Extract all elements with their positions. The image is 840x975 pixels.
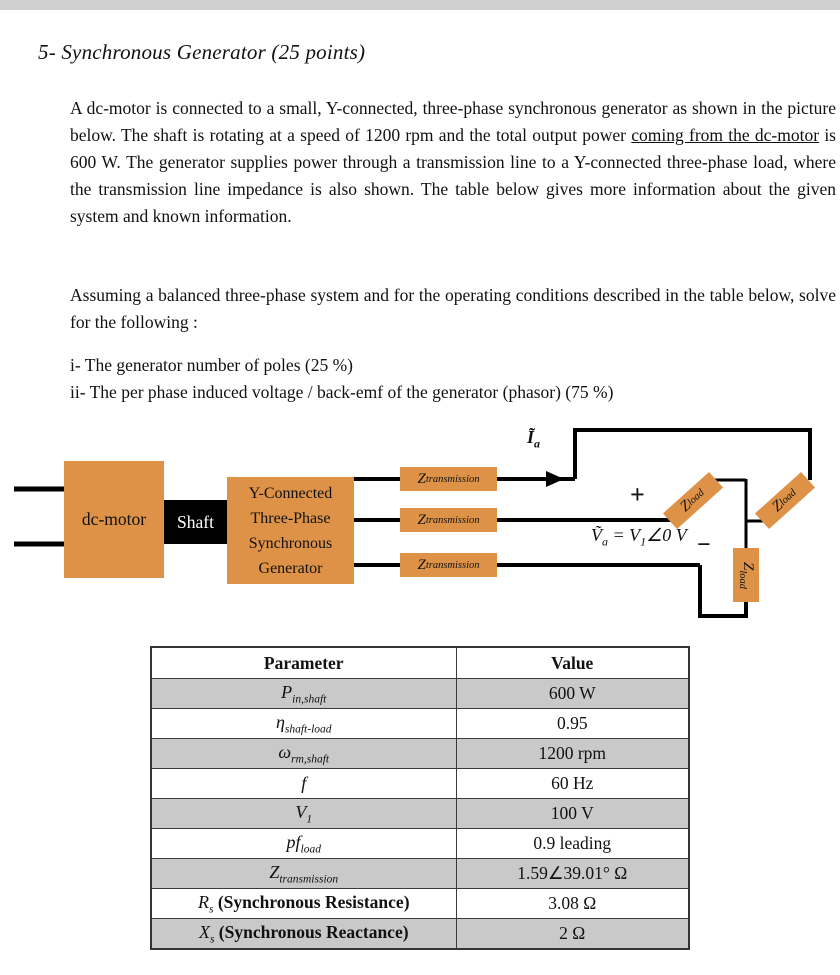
table-header-parameter: Parameter [150,646,457,679]
line-current-label: Ĩa [527,427,541,451]
table-row: Xs (Synchronous Reactance)2 Ω [150,918,690,950]
parameter-cell: pfload [150,828,457,859]
value-cell: 3.08 Ω [455,888,690,919]
description-text-after: is 600 W. The generator supplies power t… [70,125,836,226]
description-underlined-text: coming from the dc-motor [631,125,820,145]
z-transmission-symbol: Z [417,470,426,487]
z-transmission-subscript: transmission [425,514,480,526]
load-voltage-label: Ṽa = V1∠0 V [591,525,687,549]
parameter-cell: f [150,768,457,799]
dc-motor-box: dc-motor [64,461,164,578]
parameter-cell: V1 [150,798,457,829]
description-text-before: A dc-motor is connected to a small, Y-co… [70,98,836,145]
value-cell: 2 Ω [455,918,690,950]
parameter-cell: Ztransmission [150,858,457,889]
assumption-paragraph: Assuming a balanced three-phase system a… [70,285,836,332]
value-cell: 1200 rpm [455,738,690,769]
parameter-cell: ωrm,shaft [150,738,457,769]
problem-description: A dc-motor is connected to a small, Y-co… [70,95,836,230]
value-cell: 600 W [455,678,690,709]
circuit-diagram: dc-motor Shaft Y-Connected Three-Phase S… [0,424,840,646]
table-header-row: Parameter Value [150,646,690,679]
parameter-cell: Pin,shaft [150,678,457,709]
problem-title: 5- Synchronous Generator (25 points) [38,40,366,64]
value-cell: 1.59∠39.01° Ω [455,858,690,889]
voltage-minus-sign: − [697,532,711,558]
z-transmission-subscript: transmission [425,559,480,571]
z-transmission-symbol: Z [417,511,426,528]
parameter-cell: ηshaft-load [150,708,457,739]
voltage-plus-sign: + [630,480,645,509]
question-item-ii: ii- The per phase induced voltage / back… [70,382,614,402]
current-arrowhead [546,471,564,487]
circuit-wires [14,428,812,618]
parameter-cell: Xs (Synchronous Reactance) [150,918,457,950]
table-header-value: Value [455,646,690,679]
top-edge-strip [0,0,840,10]
parameter-cell: Rs (Synchronous Resistance) [150,888,457,919]
shaft-box: Shaft [164,500,227,544]
generator-box: Y-Connected Three-Phase Synchronous Gene… [227,477,354,584]
question-item-i: i- The generator number of poles (25 %) [70,355,353,375]
value-cell: 0.95 [455,708,690,739]
z-transmission-symbol: Z [417,556,426,573]
value-cell: 0.9 leading [455,828,690,859]
z-load-box-bottom: Zload [733,548,759,602]
z-transmission-subscript: transmission [425,473,480,485]
value-cell: 60 Hz [455,768,690,799]
value-cell: 100 V [455,798,690,829]
table-row: Rs (Synchronous Resistance)3.08 Ω [150,888,690,919]
